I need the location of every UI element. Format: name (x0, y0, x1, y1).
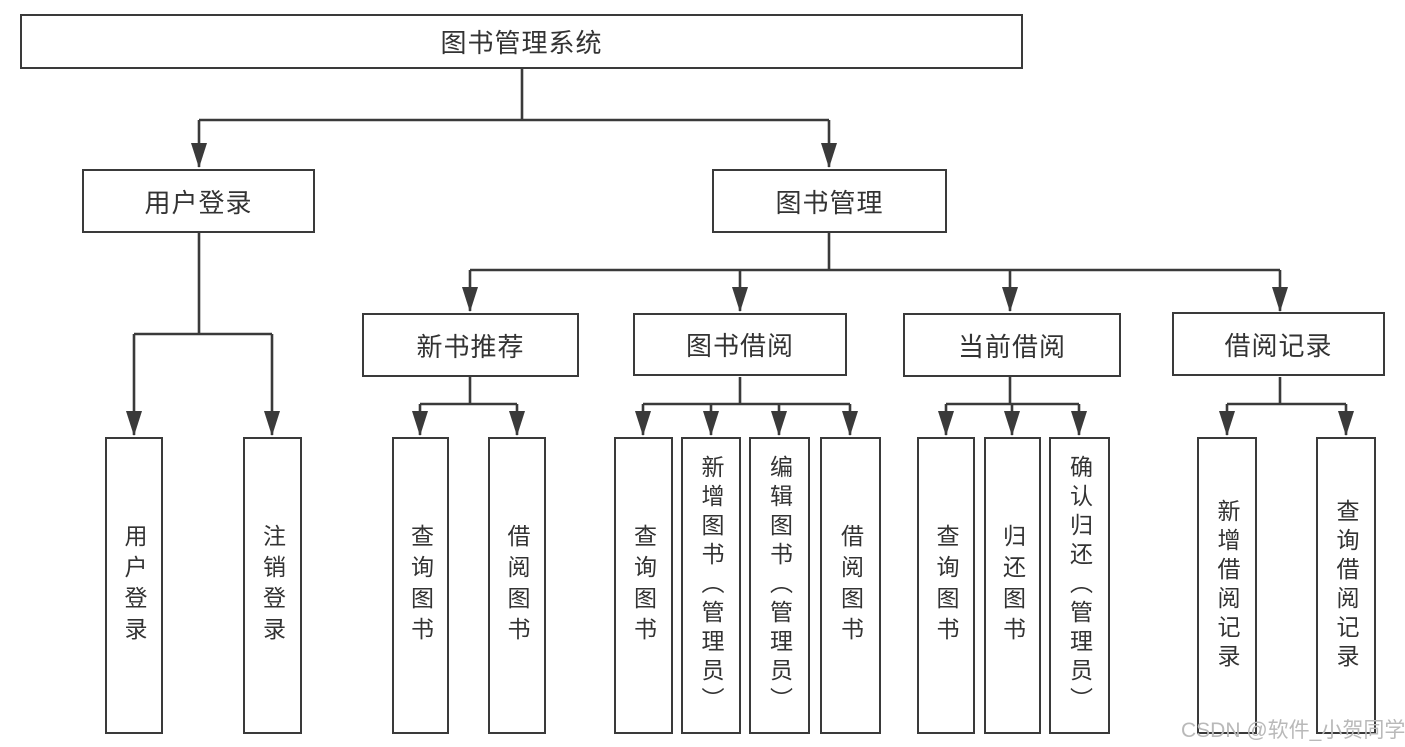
node-root: 图书管理系统 (20, 14, 1023, 69)
node-new-book-recommend: 新书推荐 (362, 313, 579, 377)
leaf-add-books-admin: 新增图书（管理员） (681, 437, 741, 734)
leaf-confirm-return-admin: 确认归还（管理员） (1049, 437, 1110, 734)
leaf-query-books-borrowing: 查询图书 (614, 437, 673, 734)
leaf-edit-books-admin: 编辑图书（管理员） (749, 437, 810, 734)
node-book-management: 图书管理 (712, 169, 947, 233)
node-book-borrowing: 图书借阅 (633, 313, 847, 376)
leaf-logout: 注销登录 (243, 437, 302, 734)
csdn-watermark: CSDN @软件_小贺同学 (1181, 719, 1405, 742)
leaf-return-books: 归还图书 (984, 437, 1041, 734)
leaf-query-borrow-record: 查询借阅记录 (1316, 437, 1376, 734)
leaf-user-login: 用户登录 (105, 437, 163, 734)
leaf-borrow-books-recommend: 借阅图书 (488, 437, 546, 734)
node-borrowing-records: 借阅记录 (1172, 312, 1385, 376)
leaf-query-books-current: 查询图书 (917, 437, 975, 734)
leaf-query-books-recommend: 查询图书 (392, 437, 449, 734)
node-current-borrowing: 当前借阅 (903, 313, 1121, 377)
leaf-add-borrow-record: 新增借阅记录 (1197, 437, 1257, 734)
leaf-borrow-books-borrowing: 借阅图书 (820, 437, 881, 734)
node-user-login: 用户登录 (82, 169, 315, 233)
